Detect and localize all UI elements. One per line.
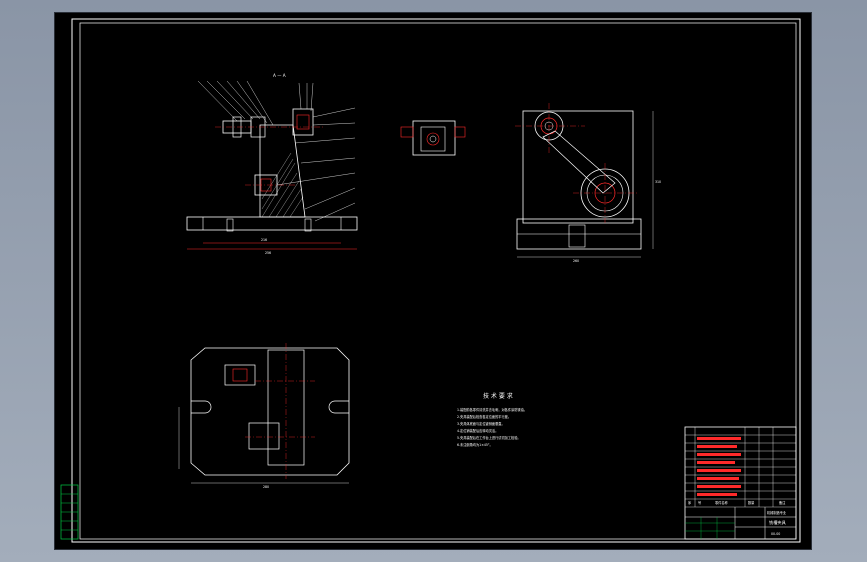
tech-requirements: 技 术 要 求 1.装配前各零件清洗并去毛刺，对各件涂防锈油。 2.夹具装配后检…	[457, 392, 527, 447]
inner-frame	[79, 22, 797, 540]
title-part-name: 铣槽夹具	[769, 519, 787, 526]
tech-item-1: 1.装配前各零件清洗并去毛刺，对各件涂防锈油。	[457, 407, 527, 412]
title-school: 机械制造专业	[767, 510, 786, 515]
title-drawing-no: 00-00	[771, 532, 780, 536]
tech-item-2: 2.夹具装配后检查各定位面的平行度。	[457, 414, 511, 419]
bom-header-3: 零件名称	[715, 500, 729, 505]
dim-side-height: 310	[655, 180, 661, 184]
bom-header-2: 号	[698, 500, 701, 505]
tech-item-6: 6.未注倒角均为1×45°。	[457, 442, 493, 447]
dim-front-width: 256	[265, 251, 271, 255]
bom-header-1: 序	[688, 500, 692, 505]
tech-item-4: 4.定位销装配后应转动灵活。	[457, 428, 498, 433]
tech-heading: 技 术 要 求	[483, 392, 513, 400]
dim-front-sub: 216	[261, 238, 267, 242]
bom-header-4: 数量	[748, 500, 755, 505]
dim-top-width: 280	[263, 485, 269, 489]
front-section-view[interactable]: A — A	[186, 73, 358, 255]
tech-item-3: 3.夹具体底面与定位键侧面垂直。	[457, 421, 505, 426]
dim-side-width: 260	[573, 259, 579, 263]
cad-viewport[interactable]: A — A	[55, 13, 811, 549]
drawing-sheet: A — A	[60, 18, 801, 543]
title-block[interactable]: 序 号 零件名称 数量 备注 机械制造专业 铣槽夹具 00-00	[684, 426, 797, 540]
top-view[interactable]: 280	[178, 343, 350, 489]
side-view[interactable]: 310 260	[515, 103, 661, 263]
detail-view[interactable]	[400, 120, 466, 156]
tech-item-5: 5.夹具装配后在工作台上进行试切加工检验。	[457, 435, 521, 440]
left-stamp	[60, 484, 79, 540]
outer-frame	[71, 18, 801, 543]
section-label: A — A	[273, 73, 286, 78]
bom-header-5: 备注	[779, 500, 786, 505]
